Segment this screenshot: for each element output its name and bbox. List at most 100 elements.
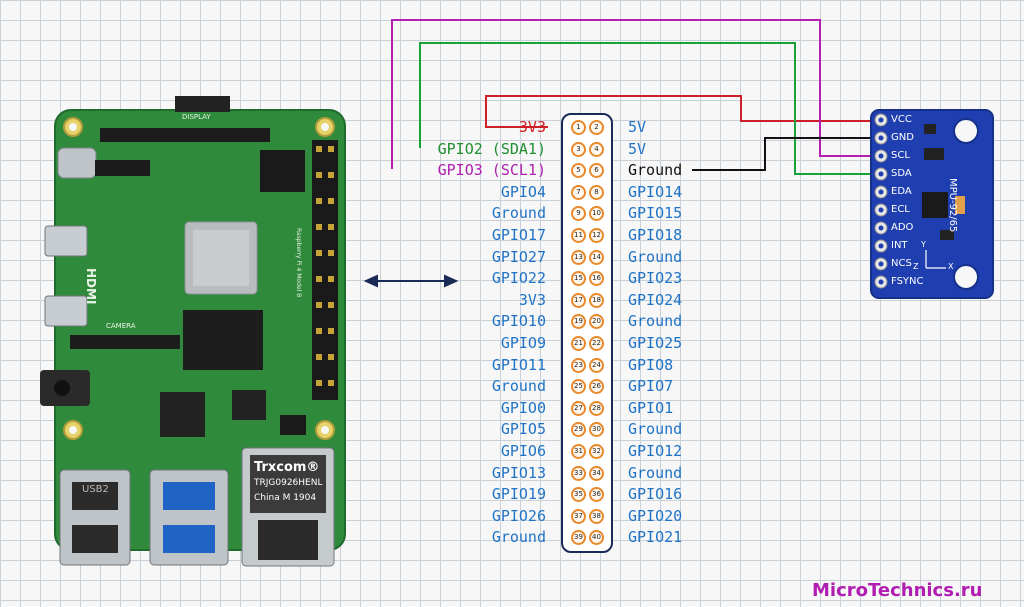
pin-label-7: GPIO4 bbox=[500, 182, 546, 201]
pin-label-14: Ground bbox=[628, 247, 683, 266]
pin-label-27: GPIO0 bbox=[500, 398, 546, 417]
pin-label-29: GPIO5 bbox=[500, 420, 546, 439]
pin-15: 15 bbox=[571, 271, 586, 287]
pin-28: 28 bbox=[589, 400, 604, 416]
pin-label-24: GPIO8 bbox=[628, 355, 674, 374]
pin-label-26: GPIO7 bbox=[628, 377, 674, 396]
ethernet-model: TRJG0926HENL bbox=[254, 478, 323, 488]
mpu-pin-ecl: ECL bbox=[891, 204, 910, 215]
pin-16: 16 bbox=[589, 271, 604, 287]
pin-label-39: Ground bbox=[491, 528, 546, 547]
pin-23: 23 bbox=[571, 357, 586, 373]
pin-label-15: GPIO22 bbox=[491, 269, 546, 288]
pi-display-label: DISPLAY bbox=[182, 113, 211, 121]
pin-13: 13 bbox=[571, 249, 586, 265]
pin-3: 3 bbox=[571, 141, 586, 157]
mpu-pin-vcc: VCC bbox=[891, 114, 912, 125]
pin-12: 12 bbox=[589, 228, 604, 243]
pin-label-23: GPIO11 bbox=[491, 355, 546, 374]
pin-24: 24 bbox=[589, 357, 604, 373]
pin-22: 22 bbox=[589, 336, 604, 351]
mpu-axis-x: X bbox=[948, 262, 954, 271]
pin-label-20: Ground bbox=[628, 312, 683, 331]
pin-37: 37 bbox=[571, 508, 586, 524]
pin-label-3: GPIO2 (SDA1) bbox=[437, 139, 546, 158]
pin-label-2: 5V bbox=[628, 118, 647, 136]
pin-6: 6 bbox=[589, 163, 604, 179]
pin-label-5: GPIO3 (SCL1) bbox=[437, 161, 546, 180]
mpu-pin-eda: EDA bbox=[891, 186, 912, 197]
pin-25: 25 bbox=[571, 379, 586, 395]
gpio-header-box bbox=[561, 113, 613, 553]
mpu-axis-y: Y bbox=[921, 240, 926, 249]
pin-label-16: GPIO23 bbox=[628, 269, 683, 288]
ethernet-origin: China M 1904 bbox=[254, 493, 317, 503]
pin-label-4: 5V bbox=[628, 139, 647, 158]
pin-label-40: GPIO21 bbox=[628, 528, 683, 547]
pin-35: 35 bbox=[571, 487, 586, 503]
pin-18: 18 bbox=[589, 292, 604, 308]
pin-label-36: GPIO16 bbox=[628, 485, 683, 504]
pin-14: 14 bbox=[589, 249, 604, 265]
pin-19: 19 bbox=[571, 314, 586, 330]
pi-camera-label: CAMERA bbox=[106, 322, 136, 330]
pin-label-18: GPIO24 bbox=[628, 290, 683, 309]
wires bbox=[391, 19, 880, 175]
pin-21: 21 bbox=[571, 336, 586, 351]
pin-label-8: GPIO14 bbox=[628, 182, 683, 201]
pin-label-12: GPIO18 bbox=[628, 226, 683, 244]
pin-label-6: Ground bbox=[628, 161, 683, 180]
wire-scl bbox=[391, 19, 880, 169]
pin-label-1: 3V3 bbox=[518, 118, 546, 136]
pi-model-label: Raspberry Pi 4 Model B bbox=[295, 228, 302, 298]
mpu-pin-scl: SCL bbox=[891, 150, 910, 161]
pin-label-33: GPIO13 bbox=[491, 463, 546, 482]
pin-17: 17 bbox=[571, 292, 586, 308]
pin-label-17: 3V3 bbox=[518, 290, 546, 309]
watermark: MicroTechnics.ru bbox=[812, 580, 983, 601]
pin-29: 29 bbox=[571, 422, 586, 438]
pin-38: 38 bbox=[589, 508, 604, 524]
pin-label-37: GPIO26 bbox=[491, 506, 546, 525]
pin-4: 4 bbox=[589, 141, 604, 157]
pin-8: 8 bbox=[589, 184, 604, 200]
raspberry-pi-board bbox=[40, 96, 346, 567]
mpu-module bbox=[870, 109, 994, 299]
pin-33: 33 bbox=[571, 465, 586, 481]
pin-label-10: GPIO15 bbox=[628, 204, 683, 223]
pin-1: 1 bbox=[571, 120, 586, 135]
mpu-pin-gnd: GND bbox=[891, 132, 914, 143]
wire-3v3-vcc bbox=[485, 95, 880, 128]
pin-label-21: GPIO9 bbox=[500, 334, 546, 352]
pin-label-30: Ground bbox=[628, 420, 683, 439]
mpu-name: MPU-92/65 bbox=[947, 178, 958, 233]
mpu-axis-z: Z bbox=[913, 262, 919, 271]
pin-27: 27 bbox=[571, 400, 586, 416]
pin-30: 30 bbox=[589, 422, 604, 438]
mpu-pin-int: INT bbox=[891, 240, 908, 251]
pin-40: 40 bbox=[589, 530, 604, 546]
wire-sda bbox=[419, 42, 880, 175]
pin-20: 20 bbox=[589, 314, 604, 330]
pin-label-25: Ground bbox=[491, 377, 546, 396]
pin-31: 31 bbox=[571, 444, 586, 459]
pin-34: 34 bbox=[589, 465, 604, 481]
pin-36: 36 bbox=[589, 487, 604, 503]
mpu-pin-sda: SDA bbox=[891, 168, 912, 179]
pin-26: 26 bbox=[589, 379, 604, 395]
pin-label-22: GPIO25 bbox=[628, 334, 683, 352]
ethernet-brand: Trxcom® bbox=[254, 460, 320, 475]
pin-label-11: GPIO17 bbox=[491, 226, 546, 244]
connection-arrow bbox=[363, 274, 459, 288]
pin-11: 11 bbox=[571, 228, 586, 243]
pin-2: 2 bbox=[589, 120, 604, 135]
mpu-pin-ncs: NCS bbox=[891, 258, 912, 269]
pin-7: 7 bbox=[571, 184, 586, 200]
pin-label-13: GPIO27 bbox=[491, 247, 546, 266]
pin-label-34: Ground bbox=[628, 463, 683, 482]
pin-label-31: GPIO6 bbox=[500, 442, 546, 460]
pin-label-19: GPIO10 bbox=[491, 312, 546, 331]
pin-9: 9 bbox=[571, 206, 586, 222]
pin-label-28: GPIO1 bbox=[628, 398, 674, 417]
